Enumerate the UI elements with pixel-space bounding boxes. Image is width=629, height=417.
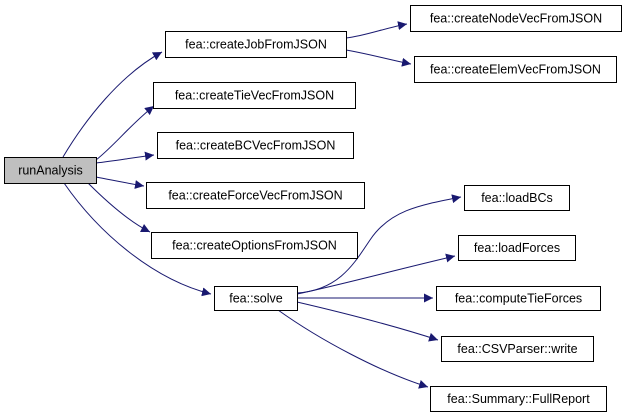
node-box [151, 232, 358, 259]
node-label: fea::loadBCs [481, 191, 553, 205]
node-box [414, 56, 617, 83]
node-createBCVec[interactable]: fea::createBCVecFromJSON [157, 132, 354, 159]
node-createForceVec[interactable]: fea::createForceVecFromJSON [146, 182, 365, 209]
node-box [436, 286, 601, 311]
node-label: fea::createForceVecFromJSON [168, 189, 342, 203]
edge-runAnalysis-to-createForceVec [95, 176, 145, 189]
edge-solve-to-loadBCs [296, 194, 462, 294]
nodes-layer: runAnalysisfea::createJobFromJSONfea::cr… [4, 5, 622, 412]
node-box [4, 157, 97, 184]
node-box [214, 286, 298, 311]
node-box [430, 386, 607, 412]
node-box [165, 31, 347, 58]
edge-solve-to-fullReport [277, 309, 429, 389]
node-label: fea::createJobFromJSON [185, 38, 327, 52]
node-box [157, 132, 354, 159]
node-createJob[interactable]: fea::createJobFromJSON [165, 31, 347, 58]
node-loadBCs[interactable]: fea::loadBCs [464, 185, 570, 211]
edge-runAnalysis-to-createBCVec [95, 151, 155, 164]
edge-solve-to-csvWrite [296, 301, 439, 342]
node-label: fea::createElemVecFromJSON [430, 63, 601, 77]
node-box [458, 235, 576, 261]
node-box [410, 5, 622, 32]
node-box [146, 182, 365, 209]
node-label: fea::createOptionsFromJSON [172, 239, 337, 253]
edge-solve-to-loadForces [296, 253, 456, 295]
node-solve[interactable]: fea::solve [214, 286, 298, 311]
node-computeTieForces[interactable]: fea::computeTieForces [436, 286, 601, 311]
node-label: fea::createTieVecFromJSON [175, 89, 334, 103]
node-label: fea::computeTieForces [455, 292, 582, 306]
node-box [153, 82, 356, 109]
node-label: fea::createBCVecFromJSON [176, 139, 336, 153]
node-csvWrite[interactable]: fea::CSVParser::write [441, 336, 594, 362]
node-createNodeVec[interactable]: fea::createNodeVecFromJSON [410, 5, 622, 32]
edge-runAnalysis-to-createTieVec [95, 105, 155, 161]
node-loadForces[interactable]: fea::loadForces [458, 235, 576, 261]
node-box [464, 185, 570, 211]
node-label: fea::loadForces [474, 241, 560, 255]
node-createOptions[interactable]: fea::createOptionsFromJSON [151, 232, 358, 259]
node-label: runAnalysis [18, 164, 83, 178]
node-label: fea::Summary::FullReport [447, 392, 590, 406]
node-createElemVec[interactable]: fea::createElemVecFromJSON [414, 56, 617, 83]
edge-runAnalysis-to-solve [63, 182, 212, 297]
edge-createJob-to-createNodeVec [345, 21, 408, 39]
edges-layer [62, 21, 462, 389]
node-fullReport[interactable]: fea::Summary::FullReport [430, 386, 607, 412]
node-label: fea::createNodeVecFromJSON [430, 12, 602, 26]
node-label: fea::CSVParser::write [457, 342, 577, 356]
node-runAnalysis[interactable]: runAnalysis [4, 157, 97, 184]
node-label: fea::solve [229, 292, 283, 306]
node-box [441, 336, 594, 362]
node-createTieVec[interactable]: fea::createTieVecFromJSON [153, 82, 356, 109]
edge-runAnalysis-to-createJob [62, 51, 163, 158]
edge-createJob-to-createElemVec [345, 49, 412, 67]
edge-runAnalysis-to-createOptions [87, 182, 151, 233]
